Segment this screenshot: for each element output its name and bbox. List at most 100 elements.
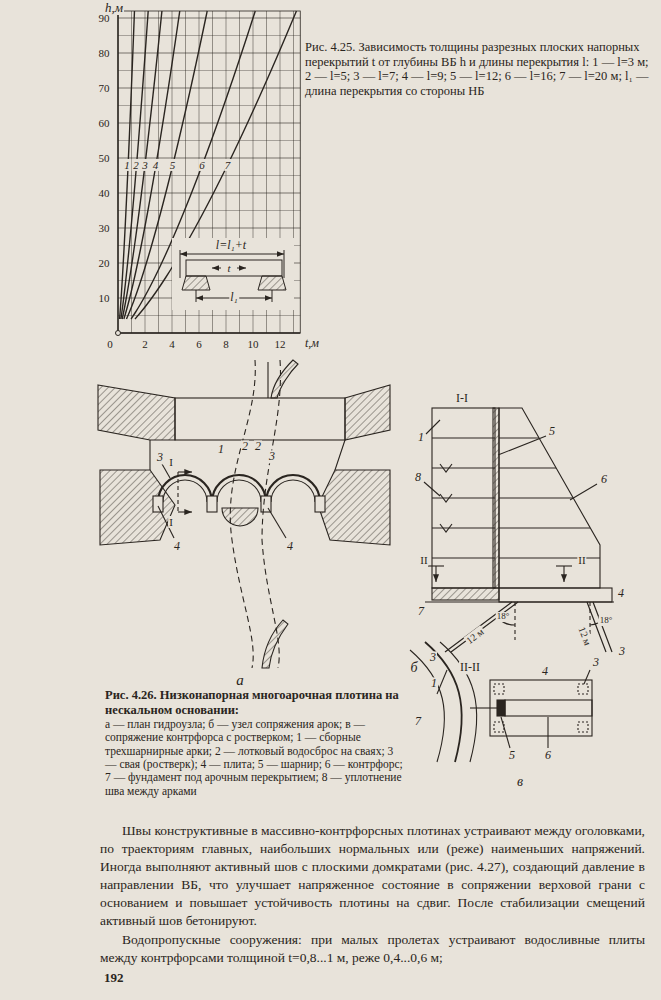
plan-of-scheme-part	[222, 508, 258, 526]
callout-number: 3	[268, 450, 276, 463]
buttress-pile-cap-section-part	[501, 717, 510, 748]
arch-joint-section	[424, 408, 614, 652]
buttress-pile-cap-section-part	[490, 680, 592, 736]
curve-number: 5	[169, 159, 177, 171]
curve-number: 4	[152, 159, 160, 171]
arch-joint-section-part	[498, 436, 546, 455]
plan-of-scheme-part	[318, 470, 390, 545]
thickness-curve	[124, 11, 180, 319]
grid-line	[118, 105, 300, 106]
callout-number: 1	[217, 443, 225, 456]
slab-inset-part	[237, 268, 246, 269]
grid-line	[118, 193, 300, 194]
slab-inset-part	[182, 276, 210, 290]
buttress-pile-cap-section-part	[578, 722, 588, 732]
plan-of-scheme-part	[175, 398, 345, 440]
dimension-label: l₁	[229, 291, 239, 304]
axis-tick: 80	[98, 47, 111, 59]
axis-tick: 60	[98, 117, 111, 129]
plan-of-scheme-part	[335, 440, 345, 470]
axis-tick: 40	[98, 187, 111, 199]
callout-number: 2	[254, 440, 262, 453]
arch-joint-section-part	[499, 497, 573, 498]
arch-joint-section-part	[499, 588, 612, 602]
buttress-pile-cap-section	[410, 642, 592, 762]
buttress-pile-cap-section-part	[440, 642, 477, 762]
buttress-pile-cap-section-part	[547, 717, 548, 748]
plan-of-scheme-part	[149, 440, 150, 470]
plan-of-scheme-part	[158, 475, 212, 502]
buttress-pile-cap-section-part	[584, 670, 590, 684]
arch-joint-section-part	[563, 566, 564, 582]
grid-line	[131, 11, 132, 333]
thickness-curve	[122, 11, 162, 319]
arch-joint-section-part	[426, 420, 440, 434]
subfigure-letter: б	[409, 660, 418, 675]
section-mark: I	[168, 456, 174, 468]
grid-line	[118, 210, 300, 211]
arch-joint-section-part	[570, 484, 597, 500]
arch-joint-section-part	[590, 623, 598, 625]
callout-number: 4	[617, 587, 625, 600]
arch-joint-section-part	[499, 527, 590, 528]
arch-joint-section-part	[499, 467, 556, 468]
buttress-pile-cap-section-part	[494, 684, 504, 694]
plan-of-scheme-part	[271, 480, 315, 502]
callout-number: 4	[173, 540, 181, 553]
body-text: Водопропускные сооружения: при малых про…	[100, 931, 645, 967]
arch-joint-section-part	[499, 408, 600, 588]
grid-line	[118, 175, 300, 176]
buttress-pile-cap-section-part	[578, 684, 588, 694]
curve-number: 1	[123, 159, 131, 171]
buttress-pile-cap-section-part	[470, 707, 497, 708]
subfigure-letter: а	[235, 672, 245, 689]
section-title: I-I	[455, 392, 469, 405]
axis-tick: 70	[98, 82, 111, 94]
slab-inset-part	[180, 254, 284, 255]
angle-label: 18°	[599, 616, 614, 626]
axis-tick: 10	[98, 292, 111, 304]
axis-tick: 2	[141, 338, 149, 350]
callout-number: 3	[156, 451, 164, 464]
curve-number: 2	[132, 159, 140, 171]
callout-number: 7	[417, 605, 425, 618]
axis-tick: 4	[168, 338, 176, 350]
page-number: 192	[103, 971, 125, 985]
dimension-label: t	[226, 262, 231, 274]
plan-of-scheme-part	[212, 475, 266, 502]
callout-number: 4	[541, 665, 549, 678]
callout-number: 8	[414, 471, 422, 484]
plan-of-scheme-part	[266, 475, 320, 502]
grid-line	[118, 70, 300, 71]
figure-caption: а — план гидроузла; б — узел сопряжения …	[105, 718, 405, 798]
buttress-pile-cap-section-part	[425, 642, 462, 762]
plan-of-scheme-part	[271, 360, 298, 398]
callout-number: 1	[430, 677, 438, 690]
callout-number: 5	[548, 425, 556, 438]
slab-inset-part	[186, 260, 282, 276]
plan-of-scheme-part	[268, 508, 286, 538]
grid-line	[118, 18, 300, 19]
arch-joint-section-part	[432, 557, 495, 558]
buttress-pile-cap-section-part	[410, 650, 444, 762]
body-text: Швы конструктивные в массивно-контрфорсн…	[100, 822, 645, 930]
arch-joint-section-part	[440, 464, 452, 532]
plan-of-scheme-part	[100, 470, 175, 545]
buttress-pile-cap-section-part	[497, 700, 505, 716]
dimension-label: l=l₁+t	[215, 239, 247, 252]
plan-of-scheme-part	[230, 360, 255, 668]
section-mark: II	[419, 554, 428, 566]
dimension-label: 12 м	[576, 624, 594, 647]
slab-inset	[172, 238, 294, 310]
arch-joint-section-part	[432, 437, 495, 438]
callout-number: 5	[508, 749, 516, 762]
curve-number: 3	[141, 159, 149, 171]
slab-inset-part	[196, 290, 197, 302]
arch-joint-section-part	[425, 601, 614, 602]
axis-tick: 20	[98, 257, 111, 269]
plot-frame	[118, 11, 300, 333]
grid-line	[118, 88, 300, 89]
callout-number: 3	[592, 656, 600, 669]
figure-caption: Рис. 4.25. Зависимость толщины разрезных…	[305, 40, 655, 98]
